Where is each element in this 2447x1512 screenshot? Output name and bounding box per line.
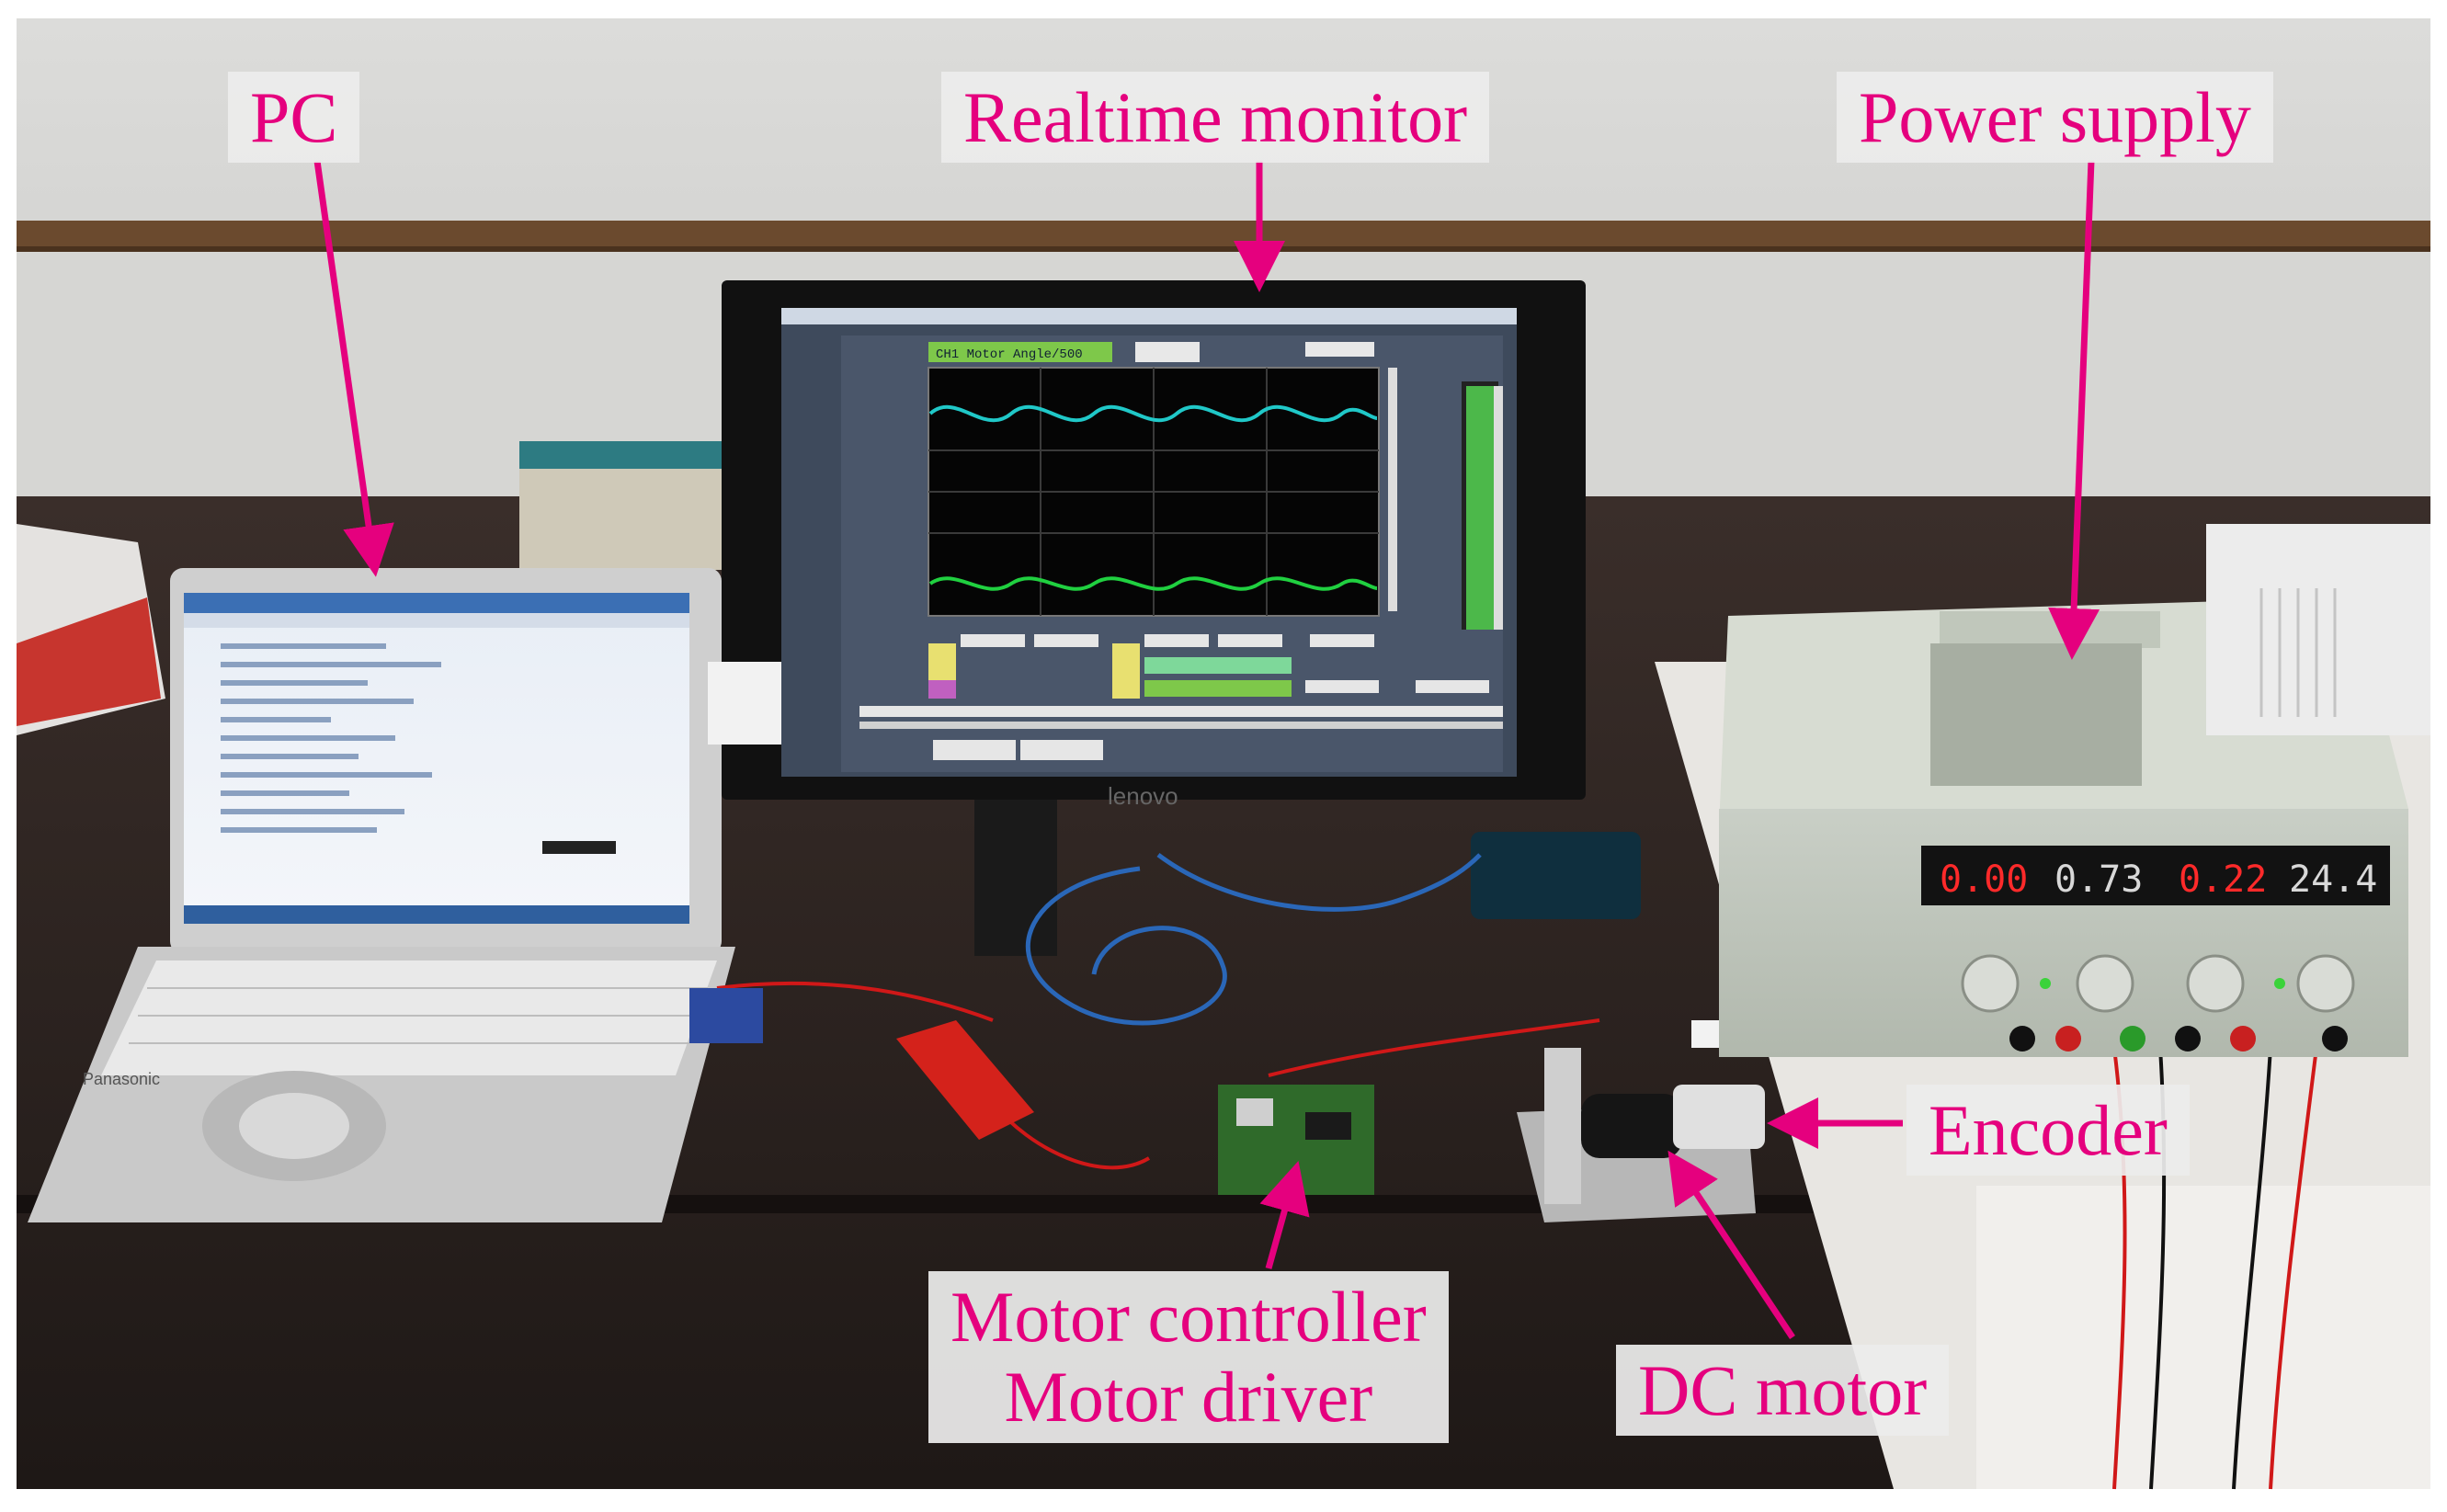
arrow-power (2048, 160, 2100, 660)
dc-motor-assembly (1517, 1020, 1793, 1222)
label-dc-motor: DC motor (1616, 1345, 1950, 1437)
monitor-brand: lenovo (1108, 782, 1178, 810)
power-supply: 0.00 0.73 0.22 24.4 (1719, 597, 2408, 1057)
label-pc: PC (228, 72, 360, 164)
daq-box (1471, 832, 1641, 919)
ps-readout-2: 0.73 (2054, 858, 2143, 901)
label-power-supply: Power supply (1837, 72, 2273, 164)
wall-rail (17, 221, 2430, 248)
ps-display (1921, 846, 2390, 905)
label-encoder: Encoder (1906, 1085, 2190, 1177)
label-realtime-monitor: Realtime monitor (941, 72, 1490, 164)
arrow-controller (1259, 1161, 1310, 1269)
label-motor-driver: Motor driver (1004, 1357, 1373, 1438)
dc-motor (1581, 1094, 1682, 1158)
ps-knob-3 (2186, 954, 2245, 1013)
ps-knob-4 (2296, 954, 2355, 1013)
trace-top (928, 404, 1378, 423)
encoder (1673, 1085, 1765, 1149)
ps-knob-1 (1961, 954, 2020, 1013)
channel-label: CH1 Motor Angle/500 (936, 347, 1083, 362)
label-motor-controller-driver: Motor controller Motor driver (928, 1271, 1449, 1443)
ps-readout-1: 0.00 (1940, 858, 2028, 901)
red-board (896, 1020, 1034, 1140)
laptop: Panasonic (28, 568, 781, 1222)
label-motor-controller: Motor controller (950, 1277, 1427, 1357)
arrow-pc (313, 160, 394, 577)
annotation-arrows (313, 160, 2100, 1339)
second-device (2206, 524, 2430, 735)
arrow-dcmotor (1667, 1150, 1795, 1339)
ps-readout-3: 0.22 (2179, 858, 2267, 901)
svg-text:Panasonic: Panasonic (83, 1070, 160, 1088)
monitor: CH1 Motor Angle/500 lenovo (708, 280, 1586, 956)
ps-readout-4: 24.4 (2289, 858, 2377, 901)
ps-knob-2 (2076, 954, 2134, 1013)
trace-bottom (928, 576, 1378, 591)
